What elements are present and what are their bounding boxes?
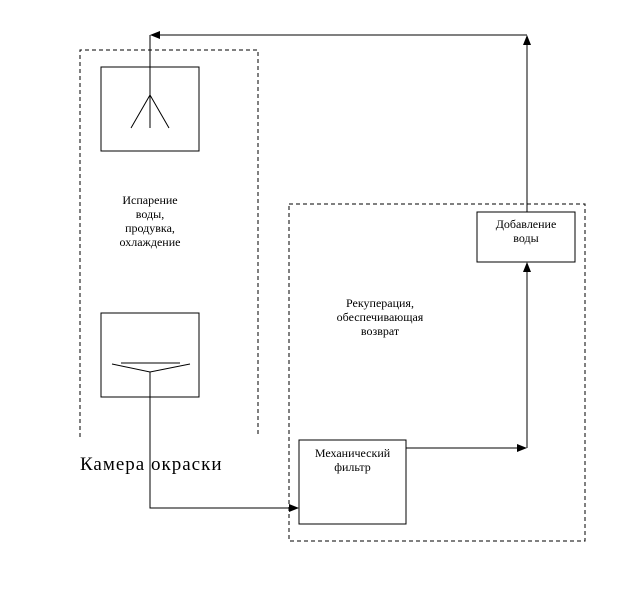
mech-filter-label: Механический фильтр [314, 446, 391, 474]
recuperation-boundary [288, 203, 586, 542]
add-water-label: Добавление воды [495, 217, 557, 245]
recuperation-label: Рекуперация, обеспечивающая возврат [336, 296, 424, 338]
mech-filter-box [298, 439, 407, 525]
funnel-icon [111, 362, 191, 373]
paint-chamber-boundary [79, 49, 259, 437]
paint-chamber-label: Камера окраски [80, 454, 223, 475]
flow-to-filter [149, 372, 299, 512]
evaporation-label: Испарение воды, продувка, охлаждение [119, 193, 181, 249]
sprayer-icon [130, 94, 170, 129]
